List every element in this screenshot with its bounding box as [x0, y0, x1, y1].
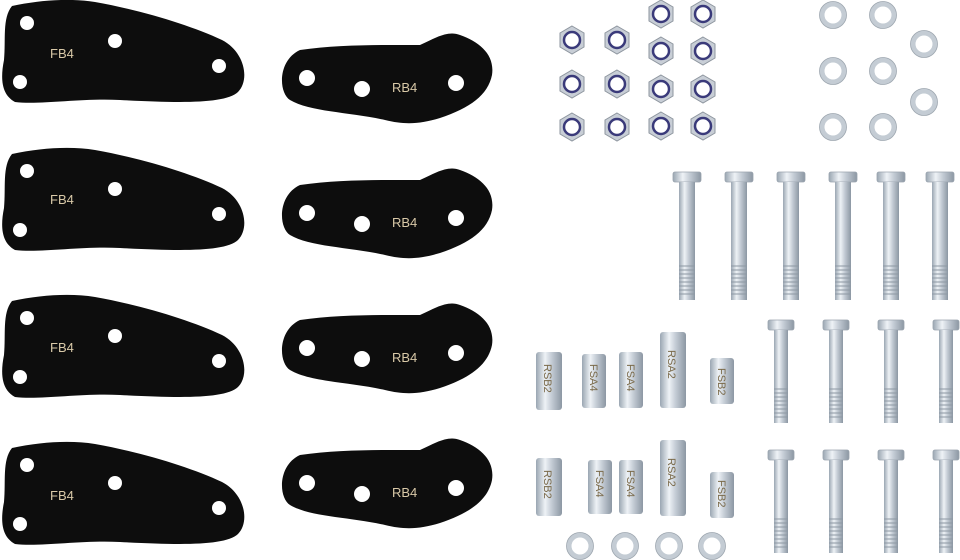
rear-bracket-2: RB4: [281, 168, 493, 259]
spacer-label: FSA4: [593, 470, 605, 498]
spacer-label: FSA4: [624, 364, 636, 392]
spacers-row-1: RSB2 FSA4 FSA4 RSA2 FSB2: [536, 332, 734, 410]
rear-bracket-label: RB4: [392, 485, 417, 500]
lock-nuts: [558, 0, 717, 143]
front-bracket-label: FB4: [50, 340, 74, 355]
rear-bracket-label: RB4: [392, 215, 417, 230]
front-bracket-2: FB4: [2, 147, 245, 251]
front-bracket-3: FB4: [2, 294, 245, 398]
spacer-label: RSB2: [541, 470, 553, 499]
rear-bracket-label: RB4: [392, 80, 417, 95]
spacer-label: RSA2: [665, 458, 677, 487]
spacers-row-2: RSB2 FSA4 FSA4 RSA2 FSB2: [536, 440, 734, 518]
long-bolts: [672, 171, 955, 301]
rear-bracket-3: RB4: [281, 303, 493, 394]
spacer-label: FSA4: [624, 470, 636, 498]
front-bracket-1: FB4: [2, 0, 245, 103]
short-bolts: [767, 319, 960, 554]
spacer-label: RSB2: [541, 364, 553, 393]
rear-bracket-label: RB4: [392, 350, 417, 365]
washers-top: [820, 2, 938, 141]
front-bracket-4: FB4: [2, 441, 245, 545]
spacer-label: RSA2: [665, 350, 677, 379]
rear-bracket-1: RB4: [281, 33, 493, 124]
spacer-label: FSA4: [587, 364, 599, 392]
front-bracket-label: FB4: [50, 488, 74, 503]
rear-bracket-4: RB4: [281, 438, 493, 529]
front-bracket-label: FB4: [50, 192, 74, 207]
spacer-label: FSB2: [715, 368, 727, 396]
washers-bottom: [567, 533, 726, 560]
front-bracket-label: FB4: [50, 46, 74, 61]
spacer-label: FSB2: [715, 480, 727, 508]
